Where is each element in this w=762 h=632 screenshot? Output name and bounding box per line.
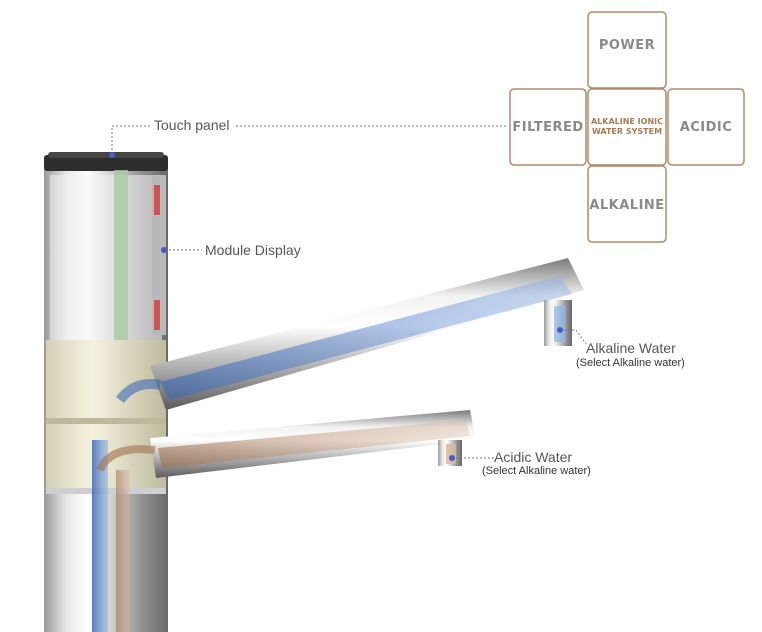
alkaline-pad — [587, 165, 667, 243]
alkaline-water-note: (Select Alkaline water) — [576, 357, 685, 369]
alkaline-water-label: Alkaline Water — [586, 340, 676, 356]
acidic-pad — [667, 88, 745, 166]
marker-dots — [109, 152, 563, 461]
acidic-label: ACIDIC — [679, 120, 733, 135]
module-display-label: Module Display — [205, 242, 301, 258]
leader-lines — [111, 125, 587, 459]
faucet-body — [44, 152, 168, 632]
alkaline-label: ALKALINE — [589, 198, 665, 213]
center-line1: ALKALINE IONIC — [590, 117, 664, 126]
alkaline-leader — [560, 329, 587, 345]
acidic-water-note: (Select Alkaline water) — [482, 465, 591, 477]
filtered-label: FILTERED — [512, 120, 584, 135]
alkaline-spout — [116, 258, 584, 410]
center-pad — [587, 88, 667, 166]
acidic-water-label: Acidic Water — [494, 449, 573, 465]
module-display-dot — [161, 247, 167, 253]
acidic-dot — [449, 455, 455, 461]
touch-panel-leader — [111, 125, 150, 154]
power-label: POWER — [598, 38, 656, 53]
acidic-spout — [96, 410, 476, 478]
control-panel — [509, 11, 745, 243]
power-pad — [587, 11, 667, 89]
touch-panel-label: Touch panel — [154, 117, 230, 133]
center-line2: WATER SYSTEM — [591, 127, 663, 136]
filtered-pad — [509, 88, 587, 166]
touch-panel-dot — [109, 152, 115, 158]
alkaline-dot — [557, 327, 563, 333]
